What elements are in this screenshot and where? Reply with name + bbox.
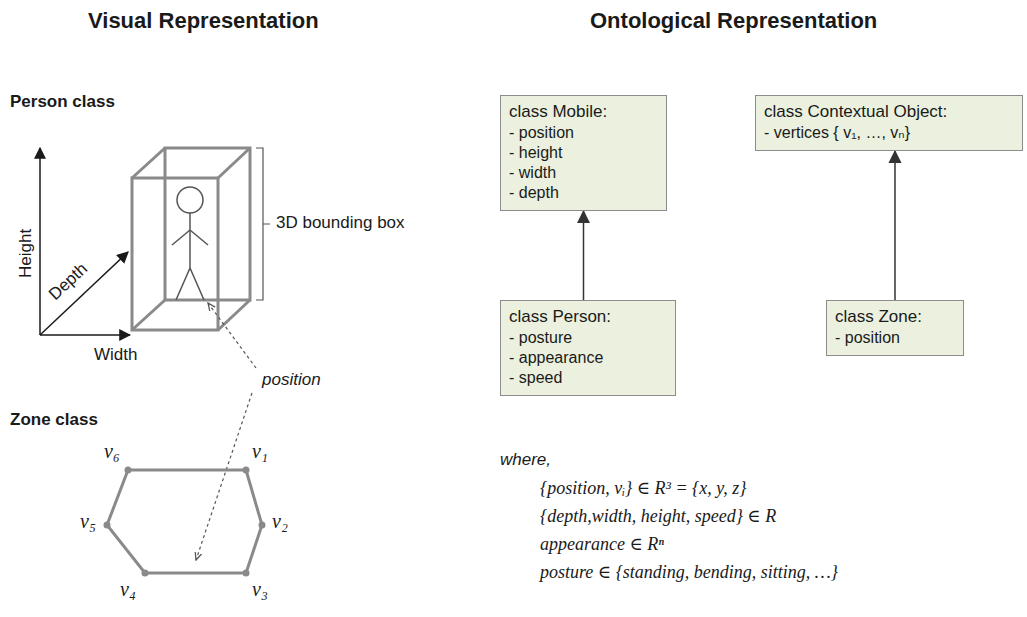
class-name: class Contextual Object:	[764, 101, 1012, 122]
class-name: class Person:	[509, 306, 665, 327]
formula: posture ∈ {standing, bending, sitting, ……	[540, 562, 838, 583]
axes	[40, 148, 130, 335]
class-attribute: - depth	[509, 183, 656, 203]
group-heading: Zone class	[10, 410, 98, 430]
class-attribute: - position	[835, 328, 953, 348]
class-box: class Mobile:- position- height- width- …	[500, 95, 667, 211]
vertex-label: v₅	[80, 510, 96, 533]
axis-label: Height	[16, 229, 36, 278]
formula: appearance ∈ Rⁿ	[540, 534, 664, 555]
stick-figure	[172, 187, 208, 300]
vertex-label: v₄	[120, 578, 136, 601]
bounding-box	[132, 148, 250, 330]
note: where,	[500, 450, 551, 470]
group-heading: Person class	[10, 92, 115, 112]
class-attribute: - height	[509, 143, 656, 163]
vertex-label: v₁	[252, 440, 268, 463]
class-attribute: - vertices { v₁, …, vₙ}	[764, 123, 1012, 143]
formula: {position, vᵢ} ∈ R³ = {x, y, z}	[540, 478, 747, 499]
section-heading: Ontological Representation	[590, 8, 877, 33]
axis-label: Depth	[45, 259, 92, 304]
leader-lines	[196, 303, 256, 560]
vertex-label: v₃	[252, 578, 268, 601]
section-heading: Visual Representation	[88, 8, 319, 33]
class-attribute: - position	[509, 123, 656, 143]
axis-label: Width	[94, 345, 137, 365]
class-box: class Person:- posture- appearance- spee…	[500, 300, 676, 396]
leader-label: position	[262, 370, 321, 390]
formula: {depth,width, height, speed} ∈ R	[540, 506, 776, 527]
inheritance-arrow	[894, 151, 896, 300]
inheritance-arrow	[583, 211, 585, 300]
class-name: class Zone:	[835, 306, 953, 327]
class-attribute: - posture	[509, 328, 665, 348]
class-attribute: - appearance	[509, 348, 665, 368]
zone-hexagon	[104, 467, 266, 577]
class-attribute: - speed	[509, 368, 665, 388]
vertex-label: v₆	[104, 440, 120, 463]
bracket-label: 3D bounding box	[276, 213, 405, 233]
class-attribute: - width	[509, 163, 656, 183]
class-name: class Mobile:	[509, 101, 656, 122]
class-box: class Contextual Object:- vertices { v₁,…	[755, 95, 1023, 151]
vertex-label: v₂	[272, 510, 288, 533]
class-box: class Zone:- position	[826, 300, 964, 356]
bracket	[256, 148, 270, 300]
